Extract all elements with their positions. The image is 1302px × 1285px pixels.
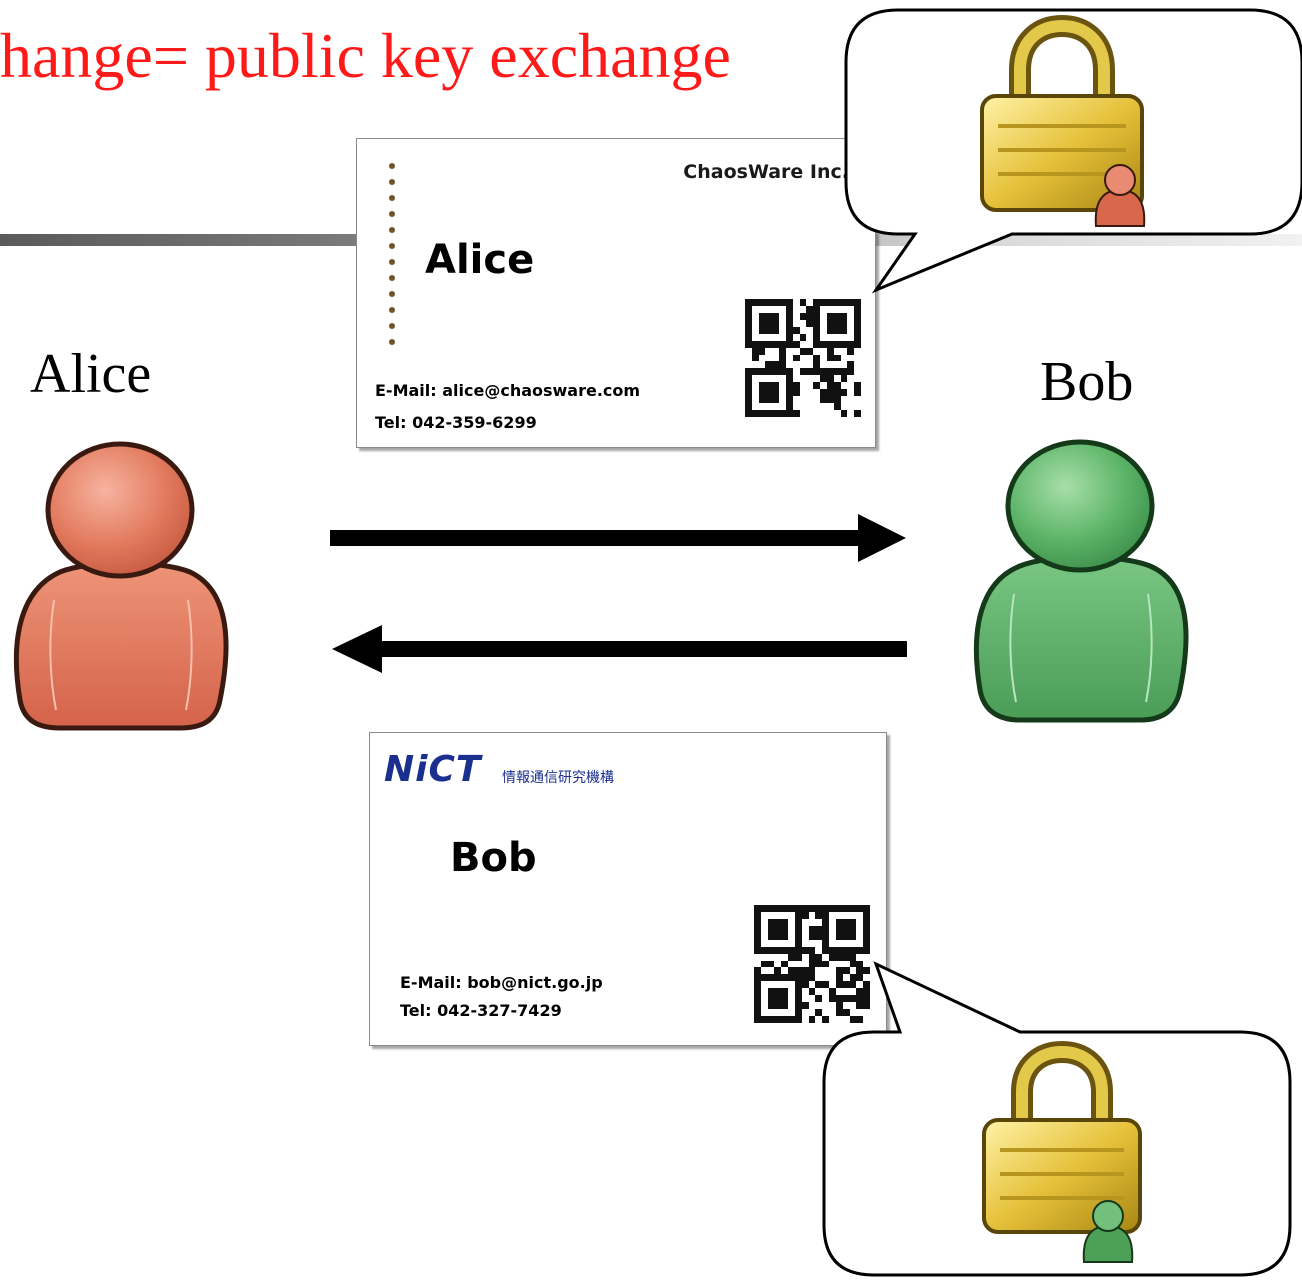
alice-card-name: Alice: [425, 237, 535, 283]
bob-card-email: E-Mail: bob@nict.go.jp: [400, 973, 603, 992]
arrow-alice-to-bob: [330, 514, 906, 562]
card-dot-decoration: [387, 163, 397, 363]
padlock-icon: [980, 14, 1144, 212]
slide-title: hange= public key exchange: [0, 20, 731, 91]
bob-business-card: NiCT 情報通信研究機構 Bob E-Mail: bob@nict.go.jp…: [369, 732, 887, 1046]
bob-key-callout: [822, 961, 1292, 1277]
arrow-bob-to-alice: [332, 625, 907, 673]
alice-key-callout: [844, 8, 1302, 294]
alice-card-tel: Tel: 042-359-6299: [375, 413, 537, 432]
alice-business-card: ChaosWare Inc. Alice E-Mail: alice@chaos…: [356, 138, 876, 448]
bob-label: Bob: [1040, 351, 1134, 413]
alice-badge-icon: [1094, 164, 1146, 227]
qr-code-icon: [745, 299, 861, 417]
alice-label: Alice: [30, 343, 152, 405]
qr-code-icon: [754, 905, 870, 1023]
nict-org-name: 情報通信研究機構: [502, 770, 614, 786]
alice-card-company: ChaosWare Inc.: [683, 161, 849, 183]
bob-card-tel: Tel: 042-327-7429: [400, 1001, 562, 1020]
bob-card-name: Bob: [450, 835, 537, 881]
bob-person-icon: [973, 439, 1189, 723]
nict-logo: NiCT: [384, 749, 482, 790]
bob-badge-icon: [1082, 1200, 1134, 1263]
alice-card-email: E-Mail: alice@chaosware.com: [375, 381, 641, 400]
alice-person-icon: [13, 441, 229, 731]
